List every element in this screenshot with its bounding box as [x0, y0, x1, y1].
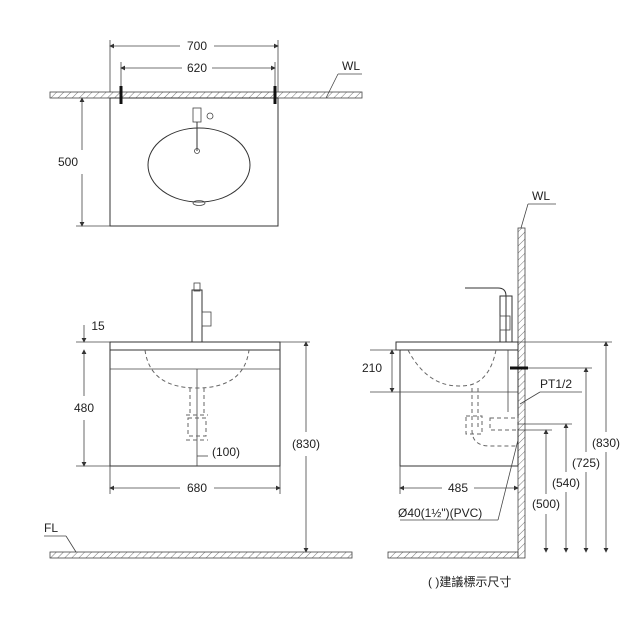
front-faucet-body — [191, 289, 203, 343]
front-cabinet — [109, 349, 281, 467]
top-drain — [192, 200, 206, 206]
drain-leader — [497, 439, 519, 521]
note-text: ( )建議標示尺寸 — [428, 575, 511, 589]
dim-620-label: 620 — [187, 61, 207, 75]
side-faucet-handle — [499, 315, 511, 331]
dim-725-label: (725) — [572, 456, 600, 470]
drain-spec-label: Ø40(1½")(PVC) — [398, 506, 482, 520]
pt-leader — [519, 391, 541, 405]
side-view: WL 210 PT1/2 (830) — [362, 189, 620, 559]
dim-500s-label: (500) — [532, 497, 560, 511]
front-view: 15 480 (100) (830) 680 FL — [44, 282, 353, 559]
dim-700-label: 700 — [187, 39, 207, 53]
side-cabinet — [399, 349, 519, 467]
top-bowl — [147, 127, 251, 203]
front-faucet-handle — [201, 311, 212, 327]
wl-leader-top — [325, 73, 339, 99]
floor-strip-side — [387, 551, 519, 559]
front-bowl-hidden — [144, 349, 250, 389]
dim-485-label: 485 — [448, 481, 468, 495]
dim-15-label: 15 — [91, 319, 105, 333]
fl-label: FL — [44, 521, 58, 535]
dim-100-label: (100) — [212, 445, 240, 459]
top-faucet-body — [192, 107, 202, 123]
side-countertop — [395, 341, 519, 351]
dim-480-label: 480 — [74, 401, 94, 415]
top-basin-outline — [109, 97, 279, 227]
dim-500-label: 500 — [58, 155, 78, 169]
fl-leader — [65, 535, 77, 553]
top-faucet-handle — [206, 112, 214, 120]
top-view: 700 620 500 WL — [49, 39, 363, 227]
wl-label-side: WL — [532, 189, 550, 203]
pt-label: PT1/2 — [540, 377, 572, 391]
dim-540-label: (540) — [552, 476, 580, 490]
wl-label-top: WL — [342, 59, 360, 73]
side-bowl-hidden — [407, 349, 497, 387]
front-trap-body — [187, 417, 207, 437]
dim-210-label: 210 — [362, 361, 382, 375]
wall-strip-top — [49, 91, 363, 99]
floor-strip-front — [49, 551, 353, 559]
wl-leader-side — [520, 203, 529, 229]
front-countertop — [109, 341, 281, 351]
dim-830s-label: (830) — [592, 436, 620, 450]
side-trap-hidden — [471, 388, 518, 447]
top-faucet-tip — [194, 148, 200, 154]
wall-strip-side — [517, 227, 526, 559]
dim-830-label: (830) — [292, 437, 320, 451]
dim-680-label: 680 — [187, 481, 207, 495]
side-trap-body — [465, 415, 483, 435]
front-faucet-top — [193, 282, 201, 292]
side-drain-pipe — [489, 417, 519, 431]
